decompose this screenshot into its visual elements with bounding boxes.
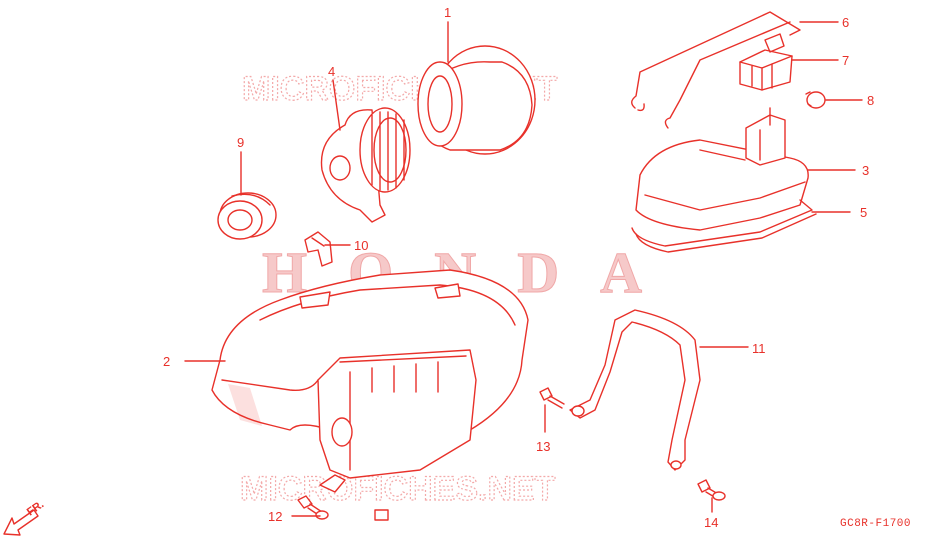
callout-7: 7 bbox=[842, 53, 849, 68]
air-filter-element bbox=[417, 45, 536, 155]
front-direction-arrow: FR. bbox=[3, 498, 46, 536]
callout-11: 11 bbox=[752, 341, 766, 356]
filter-element-holder bbox=[320, 107, 411, 223]
callout-3: 3 bbox=[862, 163, 869, 178]
callout-14: 14 bbox=[704, 515, 718, 530]
bolt-12 bbox=[297, 495, 329, 520]
grommet bbox=[217, 192, 277, 240]
callout-2: 2 bbox=[163, 354, 170, 369]
callout-12: 12 bbox=[268, 509, 282, 524]
bolt-13 bbox=[539, 387, 565, 409]
callout-9: 9 bbox=[237, 135, 244, 150]
bolt-14 bbox=[697, 479, 726, 501]
rubber-cap bbox=[805, 91, 826, 109]
clip bbox=[304, 231, 333, 267]
callout-6: 6 bbox=[842, 15, 849, 30]
callout-5: 5 bbox=[860, 205, 867, 220]
air-cleaner-cover bbox=[635, 107, 809, 231]
air-cleaner-case bbox=[211, 269, 529, 521]
cover-seal bbox=[631, 199, 817, 253]
leader-lines bbox=[184, 21, 863, 517]
watermark-bottom: MICROFICHES.NET bbox=[240, 470, 556, 508]
callout-4: 4 bbox=[328, 64, 335, 79]
callout-13: 13 bbox=[536, 439, 550, 454]
diagram-code: GC8R-F1700 bbox=[840, 518, 911, 530]
rubber-block bbox=[739, 33, 793, 91]
callout-8: 8 bbox=[867, 93, 874, 108]
wire-band bbox=[631, 11, 801, 129]
callout-1: 1 bbox=[444, 5, 451, 20]
stay-bracket bbox=[569, 309, 701, 471]
callout-10: 10 bbox=[354, 238, 368, 253]
